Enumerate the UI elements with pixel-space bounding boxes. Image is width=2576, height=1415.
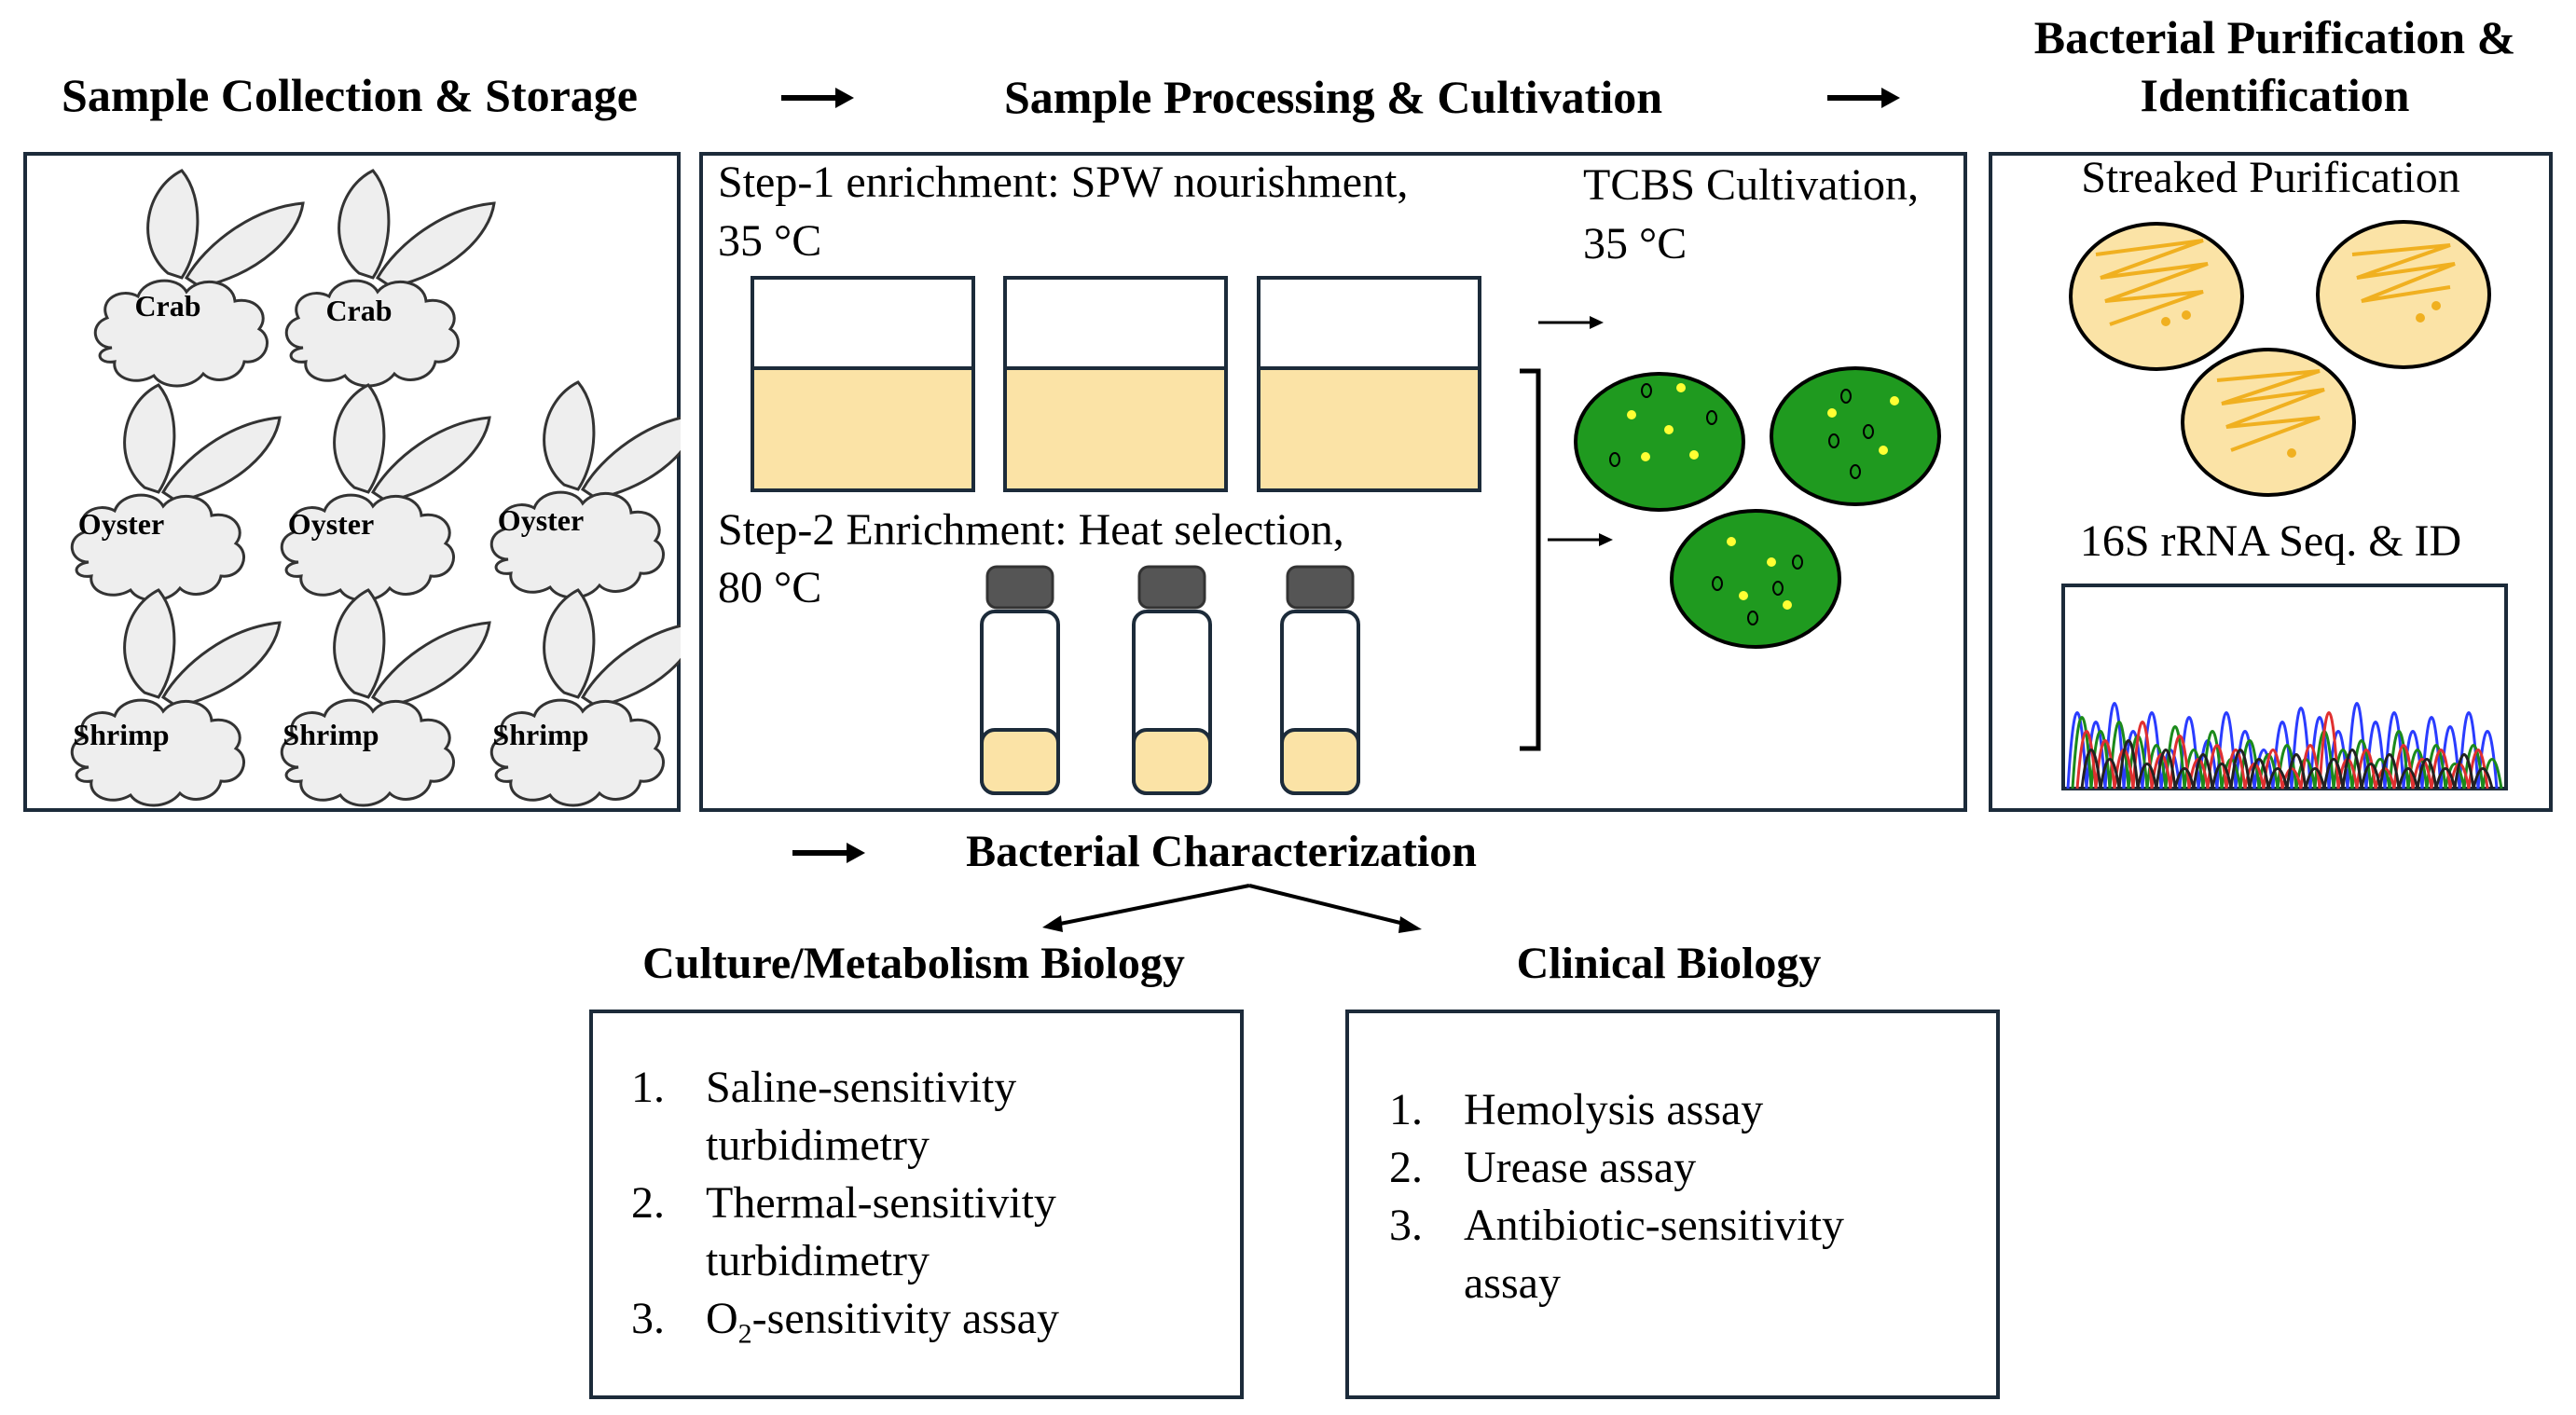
arrow-to-tcbs-2 — [1548, 533, 1613, 546]
clinical-item-2-number: 2. — [1389, 1143, 1423, 1192]
streaked-purification-label: Streaked Purification — [2081, 153, 2460, 202]
shrimp-sample-icon-3 — [489, 588, 681, 807]
clinical-item-3-line2: assay — [1464, 1258, 1561, 1308]
branch-arrows — [1042, 884, 1422, 933]
heading-sample-collection: Sample Collection & Storage — [62, 69, 638, 121]
label-oyster-3: Oyster — [497, 503, 585, 537]
culture-item-3-number: 3. — [631, 1294, 665, 1343]
culture-item-1-line1: Saline-sensitivity — [706, 1063, 1017, 1112]
clinical-item-2-line1: Urease assay — [1464, 1143, 1697, 1192]
bracket — [1520, 368, 1541, 751]
heat-tube-2 — [1132, 565, 1212, 795]
purification-graphics — [2061, 220, 2508, 790]
o2-subscript: 2 — [737, 1318, 752, 1350]
crab-sample-icon-2 — [284, 169, 496, 388]
culture-biology-box — [589, 1010, 1244, 1399]
label-crab-2: Crab — [325, 294, 393, 327]
heading-sample-processing: Sample Processing & Cultivation — [1003, 71, 1663, 123]
o2-assay-text: -sensitivity assay — [751, 1294, 1059, 1343]
streak-plate-3 — [2181, 348, 2356, 497]
broth-beaker-1 — [751, 276, 975, 492]
step2-text-line1: Step-2 Enrichment: Heat selection, — [718, 505, 1344, 555]
heading-purification-line2: Identification — [2140, 69, 2410, 121]
heat-tube-3 — [1280, 565, 1360, 795]
o2-symbol: O — [706, 1294, 738, 1343]
arrow-to-characterization — [792, 839, 867, 872]
heading-culture-biology: Culture/Metabolism Biology — [642, 939, 1185, 988]
clinical-item-3-line1: Antibiotic-sensitivity — [1464, 1201, 1844, 1250]
tcbs-plate-1 — [1574, 372, 1745, 512]
streak-plate-2 — [2316, 220, 2491, 369]
step1-text-line2: 35 °C — [718, 216, 822, 266]
heading-clinical-biology: Clinical Biology — [1516, 939, 1822, 988]
label-shrimp-2: Shrimp — [282, 718, 379, 751]
heading-purification-line1: Bacterial Purification & — [2033, 11, 2516, 63]
label-shrimp-3: Shrimp — [492, 718, 589, 751]
arrow-processing-to-purification — [1827, 84, 1902, 117]
culture-item-3-line1: O2-sensitivity assay — [706, 1290, 1059, 1364]
culture-item-1-number: 1. — [631, 1063, 665, 1112]
heat-tube-1 — [980, 565, 1060, 795]
shrimp-sample-icon-2 — [280, 588, 491, 807]
label-crab-1: Crab — [134, 289, 201, 323]
clinical-item-3-number: 3. — [1389, 1201, 1423, 1250]
culture-item-2-line2: turbidimetry — [706, 1236, 930, 1285]
step2-text-line2: 80 °C — [718, 563, 822, 612]
tcbs-plate-2 — [1770, 366, 1941, 506]
tcbs-text-line1: TCBS Cultivation, — [1583, 160, 1920, 210]
oyster-sample-icon-1 — [70, 383, 282, 602]
tcbs-plate-3 — [1670, 509, 1841, 649]
arrow-collection-to-processing — [781, 84, 856, 117]
culture-item-1-line2: turbidimetry — [706, 1120, 930, 1170]
label-shrimp-1: Shrimp — [73, 718, 170, 751]
chromatogram — [2061, 584, 2508, 790]
culture-item-2-number: 2. — [631, 1178, 665, 1228]
sequencing-label: 16S rRNA Seq. & ID — [2079, 516, 2462, 566]
tcbs-text-line2: 35 °C — [1583, 219, 1687, 268]
label-oyster-2: Oyster — [287, 507, 375, 541]
heading-characterization: Bacterial Characterization — [966, 827, 1477, 876]
oyster-sample-icon-3 — [489, 380, 681, 599]
oyster-sample-icon-2 — [280, 383, 491, 602]
processing-graphics — [751, 276, 1941, 795]
culture-item-2-line1: Thermal-sensitivity — [706, 1178, 1056, 1228]
arrow-to-tcbs-1 — [1538, 316, 1604, 329]
clinical-biology-box — [1345, 1010, 2000, 1399]
clinical-item-1-line1: Hemolysis assay — [1464, 1085, 1764, 1134]
shrimp-sample-icon-1 — [70, 588, 282, 807]
broth-beaker-3 — [1257, 276, 1481, 492]
crab-sample-icon — [93, 169, 305, 388]
clinical-item-1-number: 1. — [1389, 1085, 1423, 1134]
label-oyster-1: Oyster — [77, 507, 165, 541]
sample-icons — [70, 169, 681, 807]
streak-plate-1 — [2069, 222, 2244, 371]
step1-text-line1: Step-1 enrichment: SPW nourishment, — [718, 158, 1409, 207]
broth-beaker-2 — [1003, 276, 1228, 492]
